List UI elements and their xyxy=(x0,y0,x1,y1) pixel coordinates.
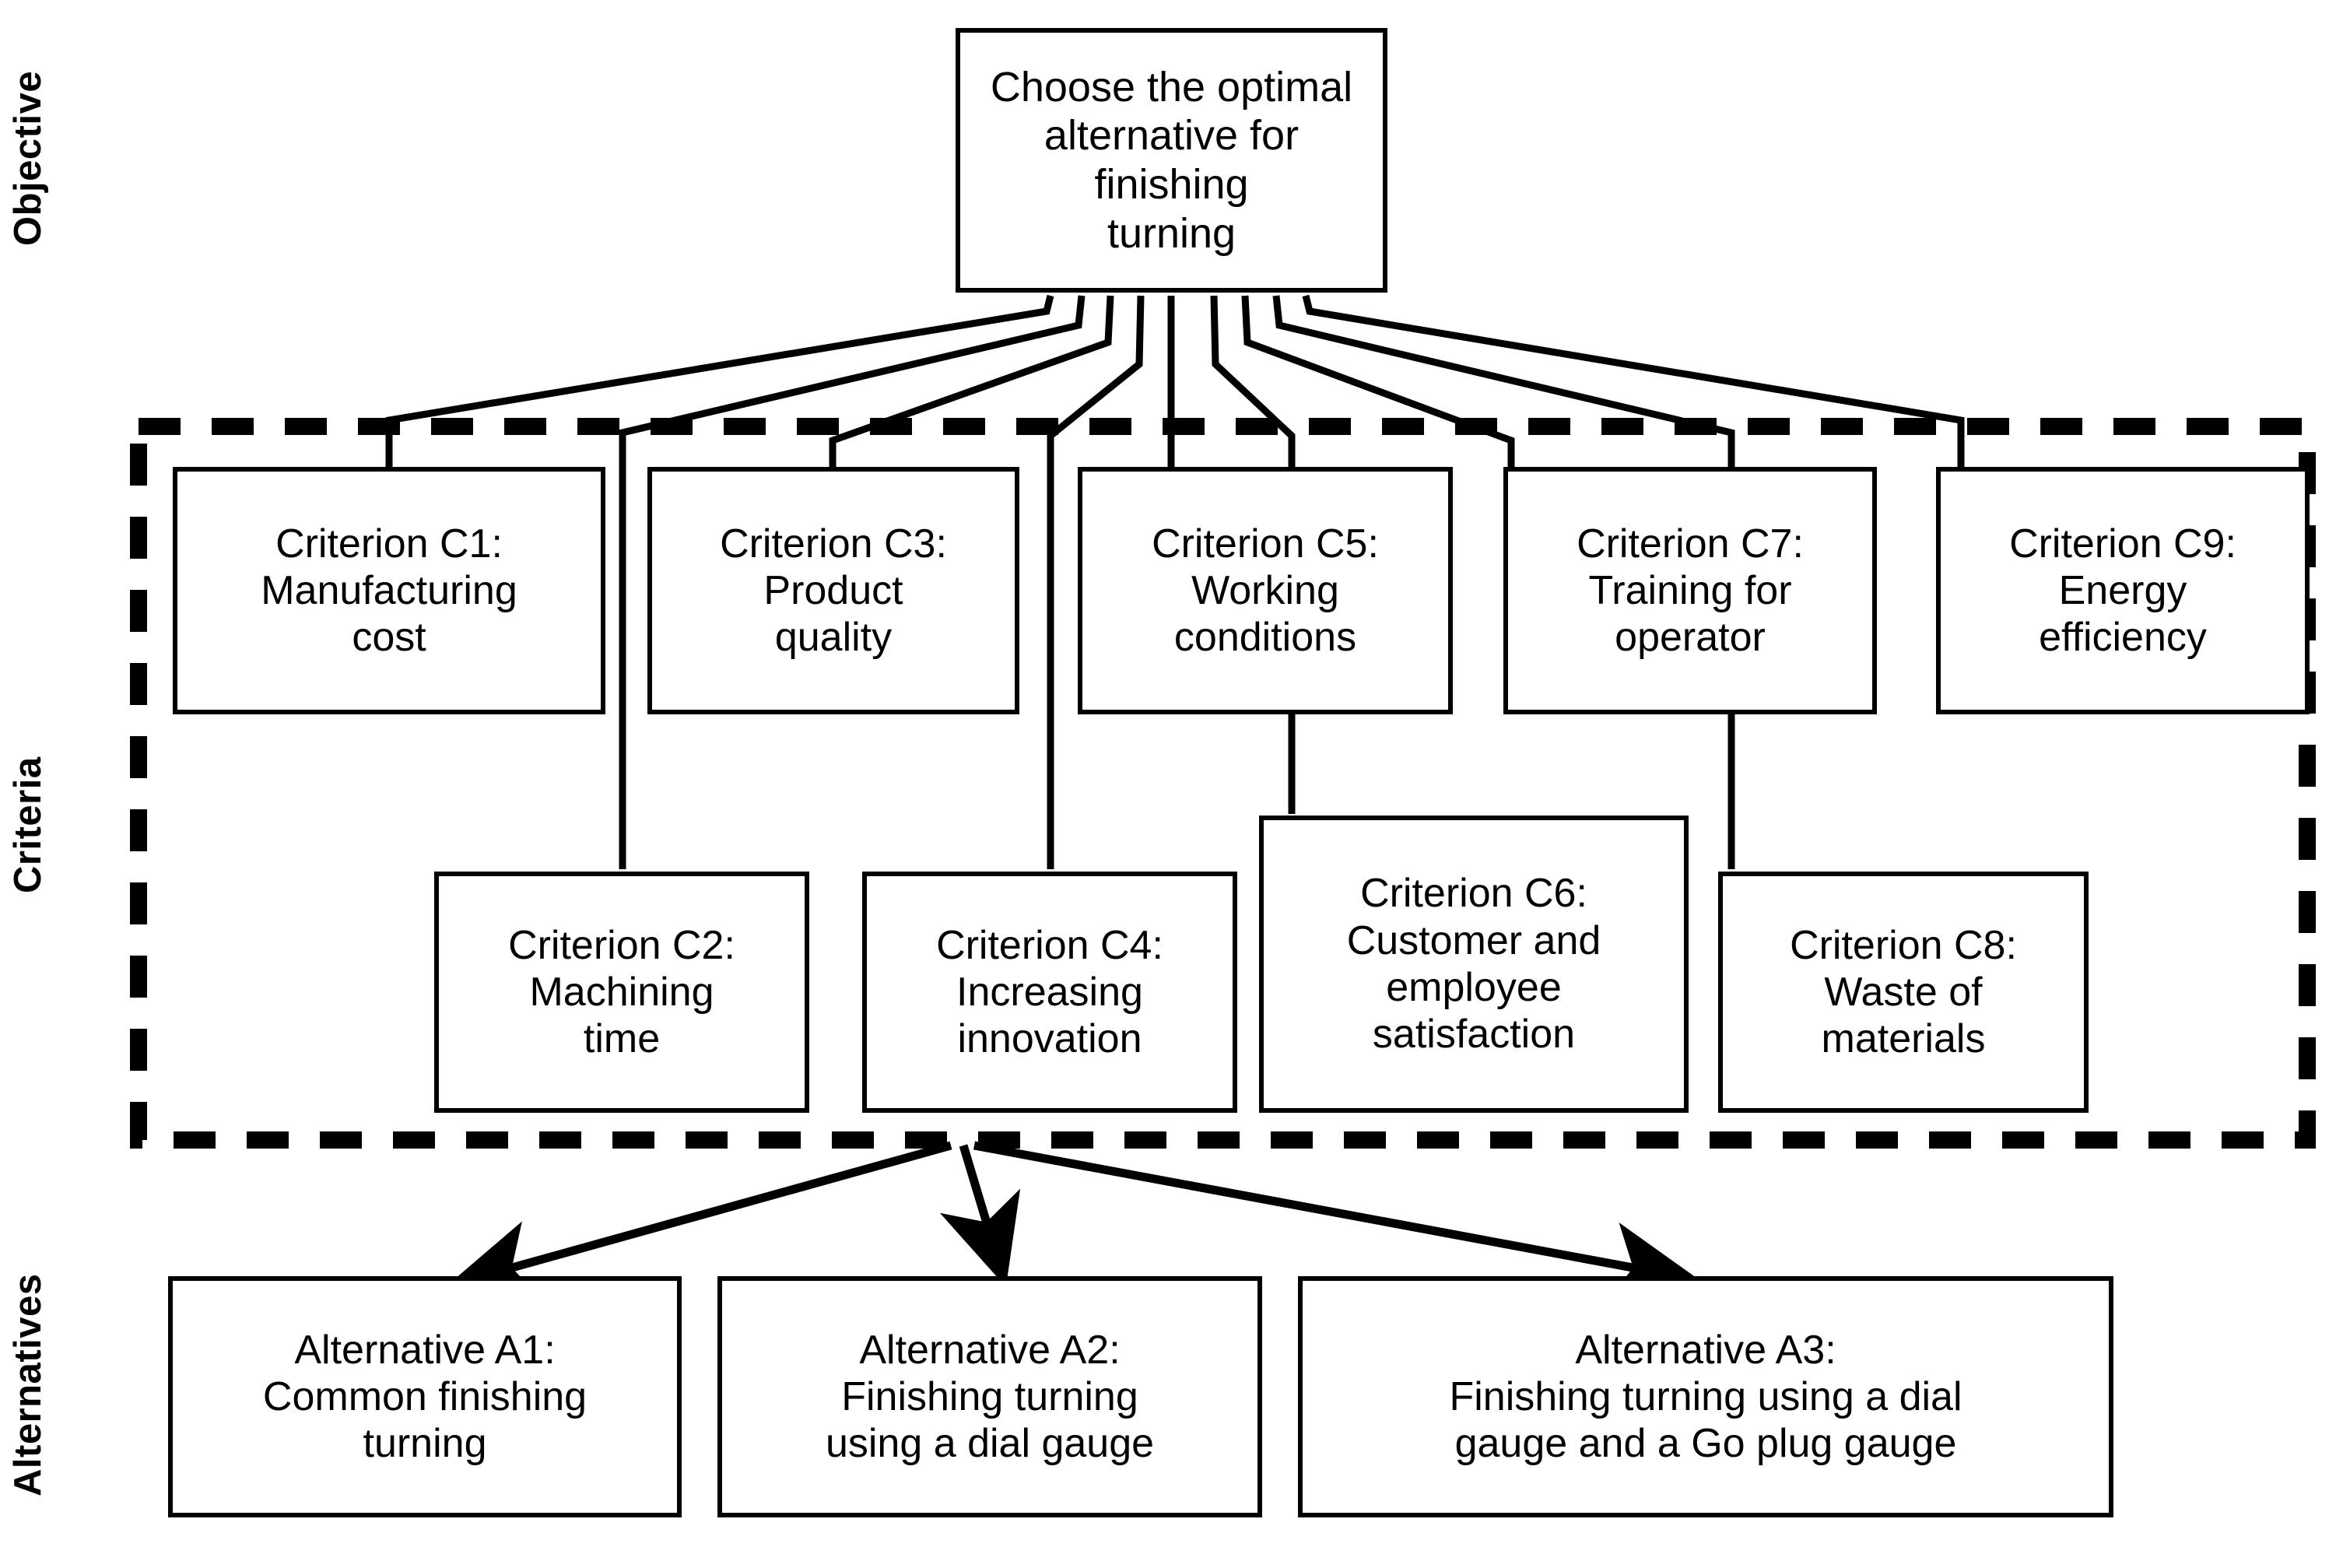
criterion-c6-text: Criterion C6: Customer and employee sati… xyxy=(1346,871,1601,1058)
criterion-node-c5[interactable]: Criterion C5: Working conditions xyxy=(1078,467,1453,714)
criterion-node-c8[interactable]: Criterion C8: Waste of materials xyxy=(1718,872,2089,1113)
level-label-criteria: Criteria xyxy=(7,756,49,893)
arrow-to-A3 xyxy=(973,1141,1700,1305)
criterion-node-c2[interactable]: Criterion C2: Machining time xyxy=(434,872,809,1113)
objective-node-text: Choose the optimal alternative for finis… xyxy=(990,63,1353,257)
criterion-node-c6[interactable]: Criterion C6: Customer and employee sati… xyxy=(1259,816,1689,1113)
criterion-node-c7[interactable]: Criterion C7: Training for operator xyxy=(1503,467,1877,714)
criterion-c1-text: Criterion C1: Manufacturing cost xyxy=(261,521,517,661)
level-label-objective: Objective xyxy=(7,70,49,246)
alternative-a1-text: Alternative A1: Common finishing turning xyxy=(262,1327,588,1467)
criterion-node-c3[interactable]: Criterion C3: Product quality xyxy=(647,467,1019,714)
connector-to-C1 xyxy=(385,294,1054,489)
alternative-node-a1[interactable]: Alternative A1: Common finishing turning xyxy=(168,1276,682,1517)
arrow-to-A2 xyxy=(939,1144,1021,1287)
criterion-c2-text: Criterion C2: Machining time xyxy=(508,922,735,1062)
connector-to-C9 xyxy=(1302,294,1965,489)
criterion-c5-text: Criterion C5: Working conditions xyxy=(1152,521,1379,661)
criterion-c4-text: Criterion C4: Increasing innovation xyxy=(936,922,1163,1062)
criteria-boundary xyxy=(130,418,2316,1149)
alternative-node-a3[interactable]: Alternative A3: Finishing turning using … xyxy=(1298,1276,2113,1517)
level-label-alternatives: Alternatives xyxy=(7,1273,49,1497)
connector-to-C2 xyxy=(619,295,1086,869)
connector-to-C7 xyxy=(1241,295,1515,489)
connector-to-C3 xyxy=(829,295,1114,489)
criterion-node-c1[interactable]: Criterion C1: Manufacturing cost xyxy=(173,467,605,714)
arrow-to-A1 xyxy=(447,1141,952,1303)
alternative-a3-text: Alternative A3: Finishing turning using … xyxy=(1449,1327,1962,1467)
criteria-to-alternatives-connectors xyxy=(447,1141,1700,1305)
objective-node[interactable]: Choose the optimal alternative for finis… xyxy=(956,28,1387,293)
criterion-c3-text: Criterion C3: Product quality xyxy=(720,521,947,661)
criterion-c9-text: Criterion C9: Energy efficiency xyxy=(2009,521,2236,661)
criterion-c7-text: Criterion C7: Training for operator xyxy=(1577,521,1804,661)
criterion-node-c4[interactable]: Criterion C4: Increasing innovation xyxy=(862,872,1237,1113)
objective-to-criteria-connectors xyxy=(385,294,1965,869)
criterion-c8-text: Criterion C8: Waste of materials xyxy=(1790,922,2017,1062)
criterion-node-c9[interactable]: Criterion C9: Energy efficiency xyxy=(1936,467,2310,714)
alternative-a2-text: Alternative A2: Finishing turning using … xyxy=(825,1327,1155,1467)
alternative-node-a2[interactable]: Alternative A2: Finishing turning using … xyxy=(717,1276,1262,1517)
connector-to-C4 xyxy=(1047,295,1145,869)
